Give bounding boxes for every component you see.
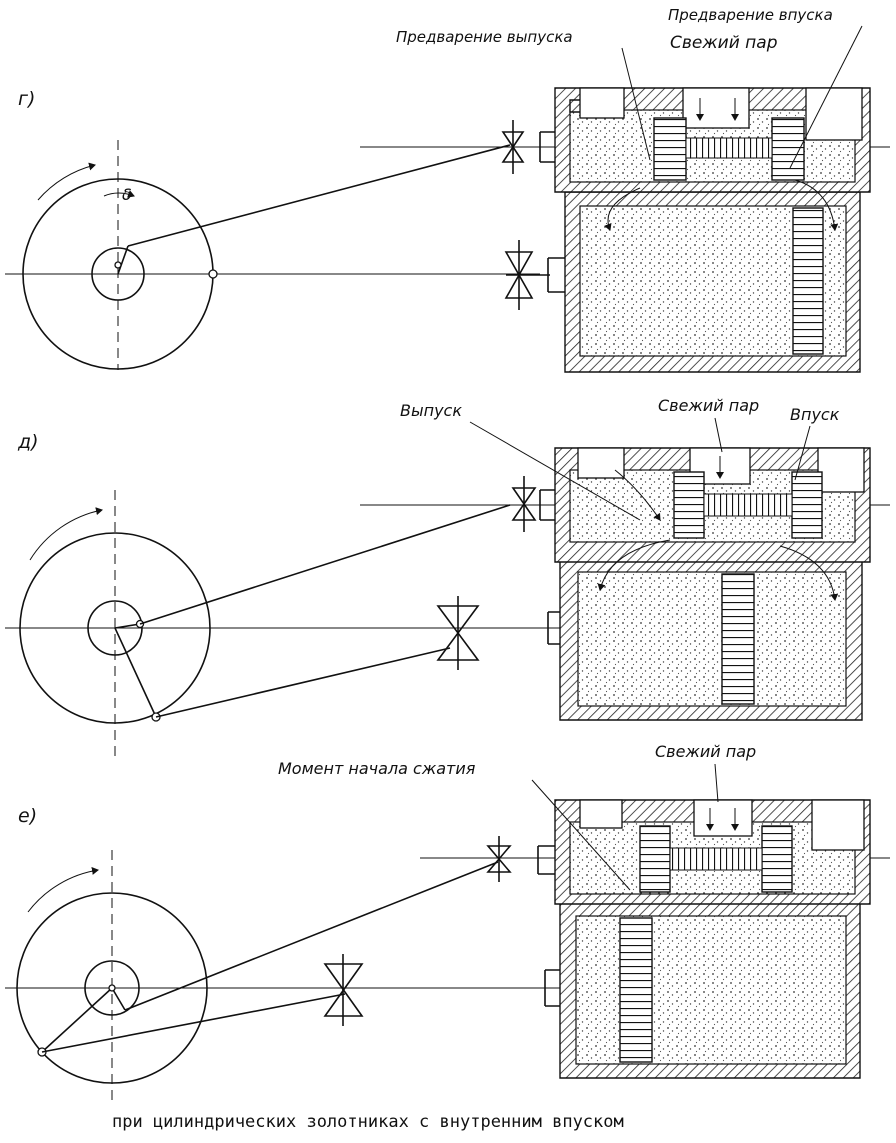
panel-e-letter: е) <box>18 805 37 827</box>
panel-g-letter: г) <box>18 88 35 110</box>
panel-g-crank <box>5 140 540 370</box>
leader-fresh-steam-d <box>714 417 723 453</box>
label-fresh-steam-g: Свежий пар <box>670 33 778 53</box>
leader-admission <box>794 425 811 481</box>
panel-e-piston-crosshead <box>323 954 364 1026</box>
panel-e-cylinder <box>537 799 871 1079</box>
panel-d-letter: д) <box>17 431 39 453</box>
label-exhaust: Выпуск <box>400 401 462 420</box>
label-admission-lead: Предварение впуска <box>668 6 833 24</box>
label-compression-start: Момент начала сжатия <box>278 759 476 778</box>
label-fresh-steam-e: Свежий пар <box>655 742 756 761</box>
label-fresh-steam-d: Свежий пар <box>658 396 759 415</box>
leader-exhaust-lead <box>621 47 651 161</box>
leader-fresh-steam-e <box>714 763 719 803</box>
panel-d-crank <box>5 490 560 760</box>
figure-caption: при цилиндрических золотниках с внутренн… <box>112 1112 624 1132</box>
angle-delta-label: δ <box>122 185 132 204</box>
label-exhaust-lead: Предварение выпуска <box>396 28 573 46</box>
panel-g-cylinder <box>539 87 871 373</box>
panel-d-cylinder <box>539 447 871 721</box>
panel-d-piston-crosshead <box>436 596 480 670</box>
panel-g-piston-crosshead <box>504 240 550 310</box>
panel-d: д) <box>5 396 890 760</box>
panel-e-crank <box>5 850 560 1100</box>
panel-g: г) δ <box>5 6 890 373</box>
leader-compression-start <box>531 779 631 891</box>
panel-e: е) <box>5 742 890 1100</box>
leader-admission-lead <box>789 25 863 169</box>
label-admission: Впуск <box>790 405 840 424</box>
leader-exhaust <box>469 421 641 521</box>
